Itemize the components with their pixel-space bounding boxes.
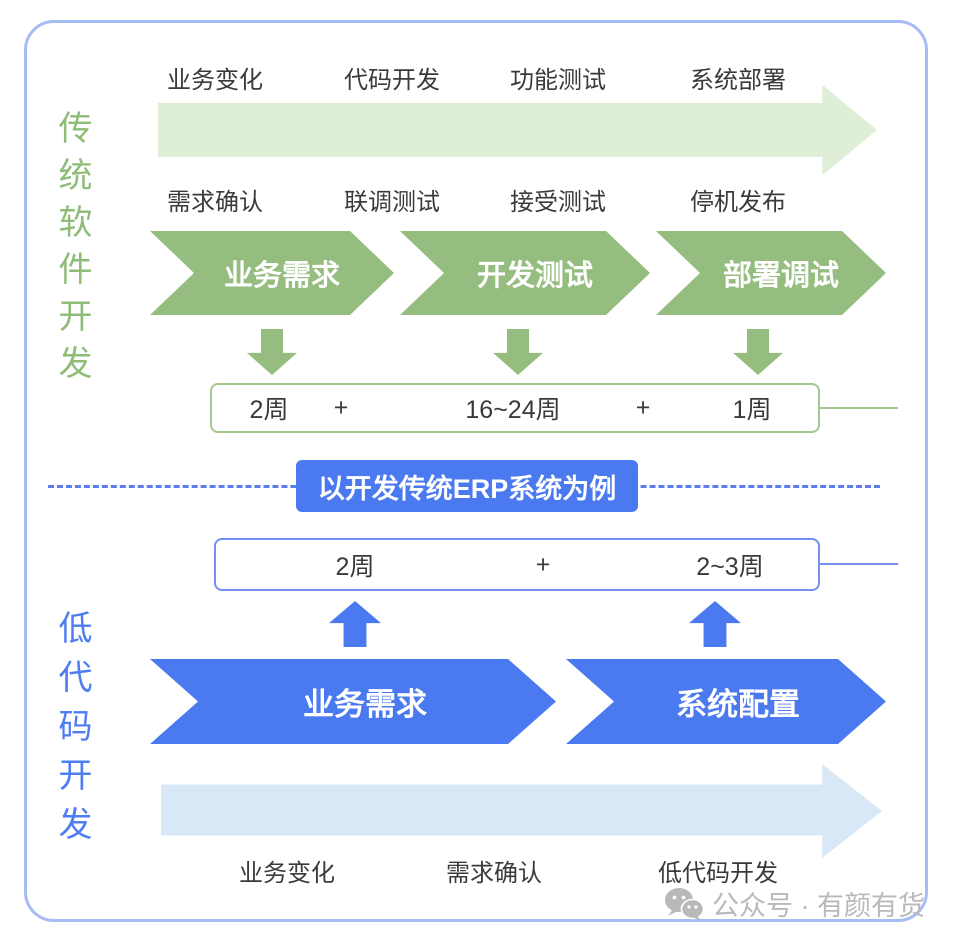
lowcode-bottom-step-label: 业务变化 bbox=[239, 860, 335, 887]
lowcode-section-title: 低代码开发 bbox=[53, 610, 91, 855]
traditional-duration-connector bbox=[820, 407, 898, 409]
traditional-duration-box: 2周 + 16~24周 + 1周 bbox=[210, 383, 820, 433]
duration-value: 2~3周 bbox=[696, 552, 764, 581]
traditional-top-step-label: 系统部署 bbox=[690, 67, 786, 94]
lowcode-duration-connector bbox=[820, 563, 898, 565]
lowcode-bottom-step-label: 需求确认 bbox=[446, 860, 542, 887]
duration-value: 16~24周 bbox=[465, 396, 561, 424]
duration-value: 2周 bbox=[335, 552, 375, 581]
traditional-mid-step-label: 停机发布 bbox=[690, 189, 786, 216]
traditional-phase-chevron: 部署调试 bbox=[656, 231, 886, 315]
lowcode-duration-box: 2周 + 2~3周 bbox=[214, 538, 820, 591]
watermark: 公众号 · 有颜有货 bbox=[664, 884, 925, 923]
watermark-text: 公众号 · 有颜有货 bbox=[712, 891, 925, 921]
example-badge: 以开发传统ERP系统为例 bbox=[296, 460, 638, 512]
wechat-icon bbox=[664, 887, 705, 921]
plus-sign: + bbox=[635, 393, 651, 422]
traditional-top-step-label: 业务变化 bbox=[167, 67, 263, 94]
traditional-mid-step-label: 接受测试 bbox=[510, 189, 606, 216]
duration-value: 2周 bbox=[249, 396, 289, 424]
lowcode-phase-chevron: 业务需求 bbox=[150, 659, 556, 744]
plus-sign: + bbox=[333, 393, 349, 422]
traditional-mid-step-label: 联调测试 bbox=[344, 189, 440, 216]
lowcode-bottom-step-label: 低代码开发 bbox=[658, 860, 778, 887]
lowcode-phase-chevron: 系统配置 bbox=[566, 659, 886, 744]
plus-sign: + bbox=[535, 550, 551, 578]
duration-value: 1周 bbox=[732, 396, 772, 424]
traditional-top-step-label: 代码开发 bbox=[344, 67, 440, 94]
traditional-top-step-label: 功能测试 bbox=[510, 67, 606, 94]
traditional-mid-step-label: 需求确认 bbox=[167, 189, 263, 216]
traditional-section-title: 传统软件开发 bbox=[53, 110, 91, 392]
